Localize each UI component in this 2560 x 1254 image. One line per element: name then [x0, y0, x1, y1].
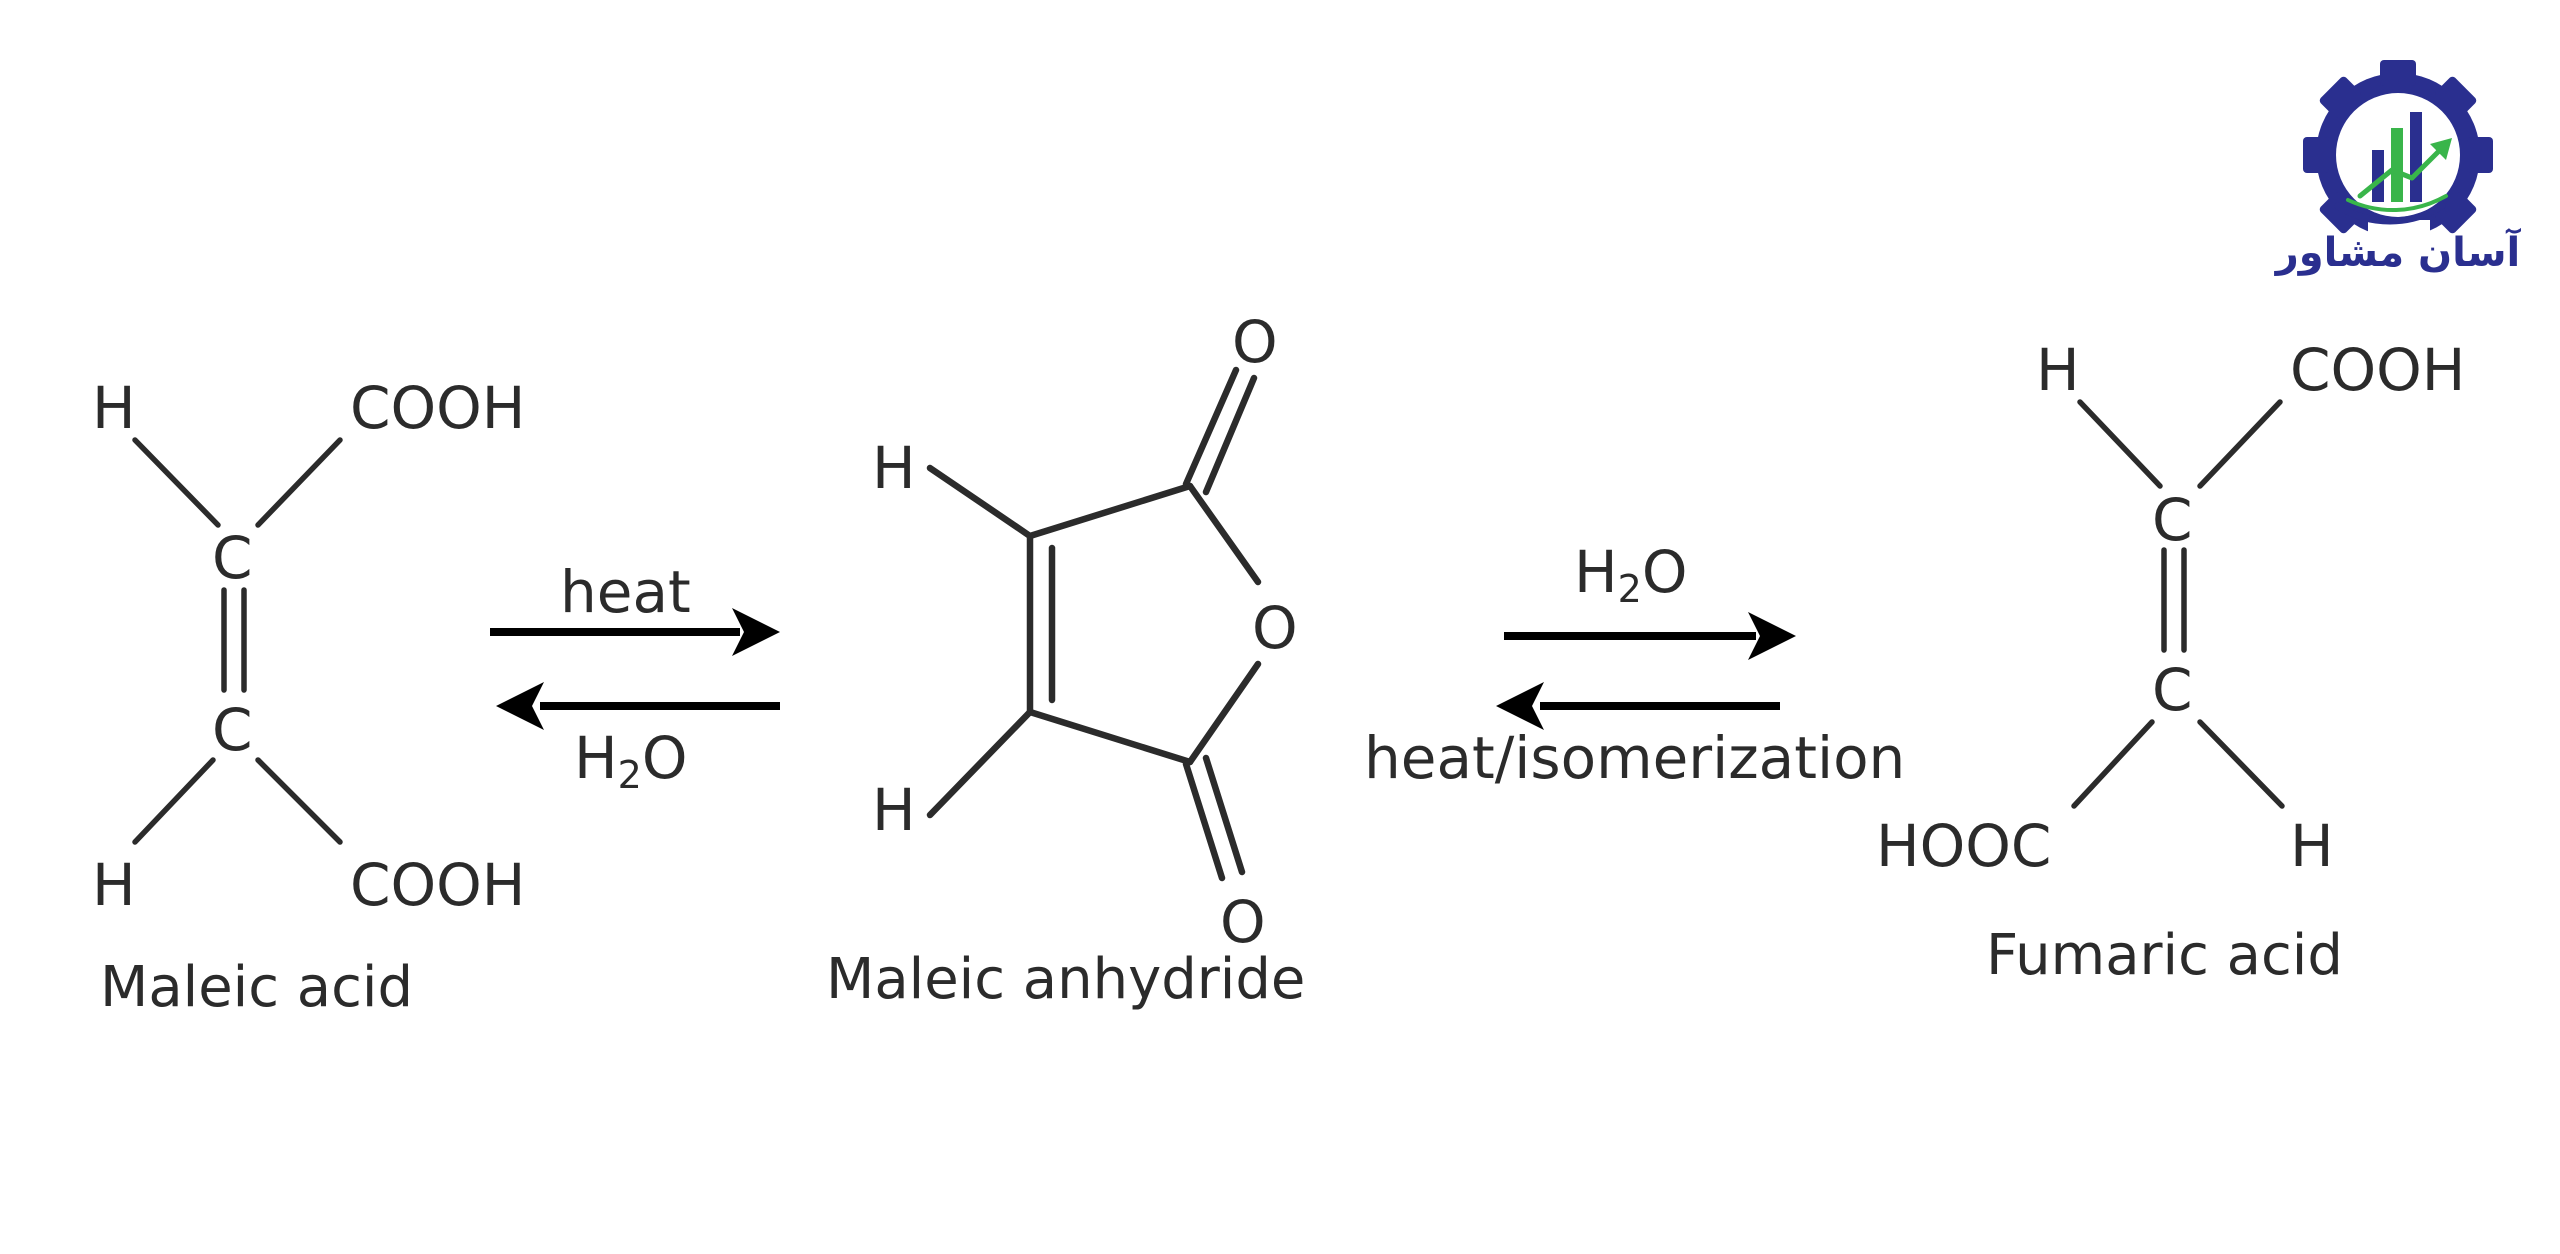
anhydride-h-lower: H [872, 776, 916, 844]
fumaric-acid-bond-h-bottom [2197, 719, 2285, 809]
maleic-acid-h-top: H [92, 374, 136, 442]
bar-chart-icon [2357, 112, 2452, 202]
maleic-acid-cooh-top: COOH [350, 374, 525, 442]
fumaric-acid-hooc-bottom: HOOC [1876, 812, 2051, 880]
fumaric-acid-bond-cooh-top [2197, 399, 2283, 489]
maleic-acid-cooh-bottom: COOH [350, 851, 525, 919]
anhydride-o-bottom: O [1220, 888, 1266, 956]
logo-text: آسان مشاور [2274, 227, 2522, 276]
logo: آسان مشاور [2274, 60, 2522, 276]
maleic-acid-h-bottom: H [92, 851, 136, 919]
reaction-1-forward-label: heat [560, 558, 691, 626]
reaction-arrows-2: H2O heat/isomerization [1364, 538, 1905, 792]
anhydride-ring-o-lower [1186, 660, 1262, 766]
fumaric-acid-cooh-top: COOH [2290, 336, 2465, 404]
reaction-2-forward-label: H2O [1574, 538, 1687, 611]
reverse-arrow-1-head [496, 682, 544, 730]
anhydride-bond-h-upper [926, 464, 1034, 540]
fumaric-acid-h-top: H [2036, 336, 2080, 404]
forward-arrow-2-head [1748, 612, 1796, 660]
fumaric-acid-structure: H COOH C C HOOC H Fumaric acid [1876, 336, 2465, 988]
reverse-arrow-2-head [1496, 682, 1544, 730]
anhydride-bond-h-lower [926, 708, 1034, 819]
anhydride-carbonyl-top-a [1182, 366, 1240, 488]
hand-icon [2334, 194, 2448, 225]
maleic-acid-bond-h-bottom [132, 757, 216, 845]
maleic-acid-label: Maleic acid [100, 955, 413, 1020]
maleic-acid-bond-h-top [132, 437, 221, 528]
anhydride-o-top: O [1232, 308, 1278, 376]
fumaric-acid-c-lower: C [2152, 656, 2193, 724]
fumaric-acid-c-upper: C [2152, 486, 2193, 554]
anhydride-ring-o-upper [1186, 482, 1262, 586]
anhydride-ring-bottom [1026, 708, 1194, 766]
maleic-acid-c-lower: C [212, 696, 253, 764]
maleic-anhydride-label: Maleic anhydride [826, 947, 1305, 1012]
reaction-arrows-1: heat H2O [490, 558, 780, 797]
reaction-2-reverse-label: heat/isomerization [1364, 724, 1905, 792]
anhydride-o-ring: O [1252, 594, 1298, 662]
forward-arrow-1-head [732, 608, 780, 656]
fumaric-acid-label: Fumaric acid [1986, 923, 2343, 988]
fumaric-acid-bond-hooc-bottom [2071, 719, 2155, 809]
anhydride-carbonyl-top-b [1202, 374, 1258, 496]
fumaric-acid-h-bottom: H [2290, 812, 2334, 880]
anhydride-carbonyl-bottom-a [1182, 760, 1226, 882]
anhydride-ring-top [1026, 482, 1194, 540]
maleic-acid-c-upper: C [212, 524, 253, 592]
fumaric-acid-bond-h-top [2077, 399, 2163, 489]
maleic-anhydride-structure: O H O H O Maleic anhydride [826, 308, 1305, 1012]
reaction-1-reverse-label: H2O [574, 724, 687, 797]
maleic-acid-structure: H COOH C C H COOH Maleic acid [92, 374, 525, 1020]
anhydride-h-upper: H [872, 434, 916, 502]
maleic-acid-bond-cooh-top [255, 437, 343, 528]
anhydride-carbonyl-bottom-b [1202, 754, 1246, 876]
maleic-acid-bond-cooh-bottom [255, 757, 343, 845]
